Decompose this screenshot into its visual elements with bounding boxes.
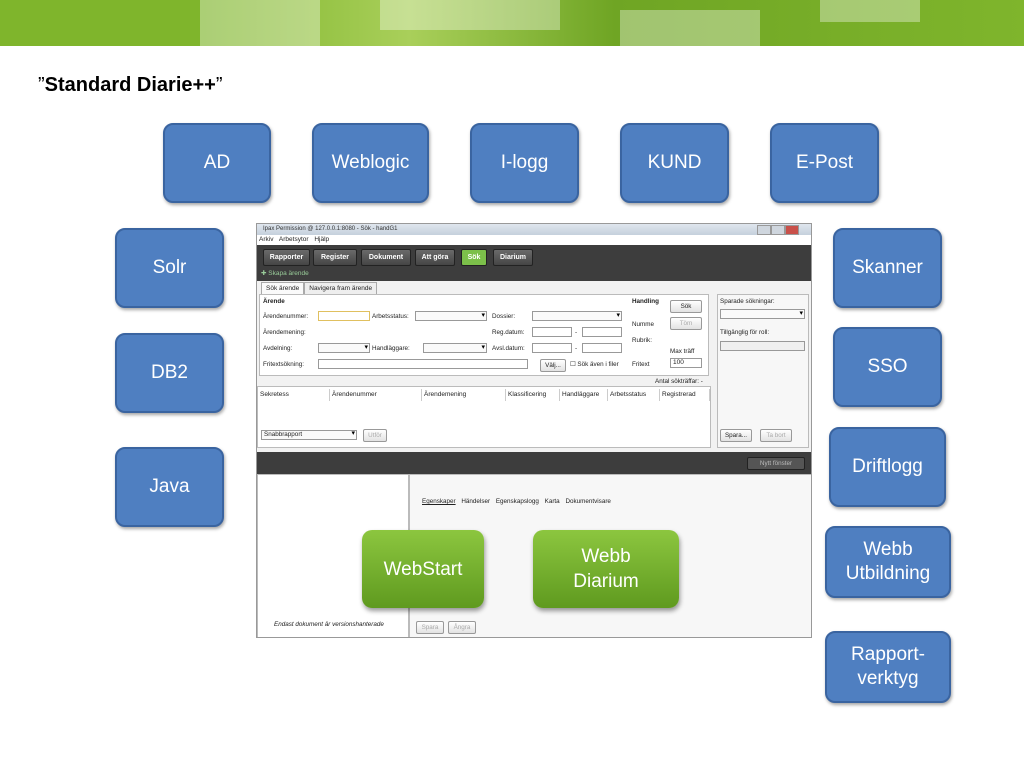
tab-dokumentvisare[interactable]: Dokumentvisare bbox=[565, 498, 611, 505]
select-snabbrapport[interactable]: Snabbrapport bbox=[261, 430, 357, 440]
box-solr: Solr bbox=[115, 228, 224, 308]
select-dossier[interactable] bbox=[532, 311, 622, 321]
menu-hjalp[interactable]: Hjälp bbox=[314, 236, 330, 243]
tab-handelser[interactable]: Händelser bbox=[461, 498, 491, 505]
box-ad: AD bbox=[163, 123, 271, 203]
col-arendemening[interactable]: Ärendemening bbox=[422, 389, 506, 401]
toolbar-dokument[interactable]: Dokument bbox=[361, 249, 411, 266]
box-skanner: Skanner bbox=[833, 228, 942, 308]
window-title: Ipax Permission @ 127.0.0.1:8080 - Sök -… bbox=[263, 226, 398, 232]
label-role-access: Tillgänglig för roll: bbox=[720, 329, 770, 336]
detail-header-bar: Nytt fönster bbox=[257, 452, 811, 474]
footer-note: Endast dokument är versionshanterade bbox=[274, 621, 384, 628]
tab-sok-arende[interactable]: Sök ärende bbox=[261, 282, 305, 294]
label-handling-rubrik: Rubrik: bbox=[632, 337, 652, 344]
input-reg-datum-from[interactable] bbox=[532, 327, 572, 337]
col-arendenummer[interactable]: Ärendenummer bbox=[330, 389, 422, 401]
box-webb-utbildning: Webb Utbildning bbox=[825, 526, 951, 598]
menu-arkiv[interactable]: Arkiv bbox=[259, 236, 274, 243]
saved-searches-panel: Sparade sökningar: Tillgänglig för roll:… bbox=[717, 294, 809, 448]
select-handlaggare[interactable] bbox=[423, 343, 487, 353]
section-title: Ärende bbox=[263, 298, 285, 305]
footer-angra-button[interactable]: Ångra bbox=[448, 621, 476, 634]
label-reg-datum: Reg.datum: bbox=[492, 329, 525, 336]
col-sekretess[interactable]: Sekretess bbox=[258, 389, 330, 401]
utfor-button[interactable]: Utför bbox=[363, 429, 387, 442]
box-kund: KUND bbox=[620, 123, 729, 203]
col-klassificering[interactable]: Klassificering bbox=[506, 389, 560, 401]
select-avdelning[interactable] bbox=[318, 343, 370, 353]
label-avdelning: Avdelning: bbox=[263, 345, 293, 352]
box-driftlogg: Driftlogg bbox=[829, 427, 946, 507]
search-form: Ärende Ärendenummer: Arbetsstatus: Dossi… bbox=[259, 294, 709, 376]
dash-1: - bbox=[575, 329, 578, 336]
input-arendenummer[interactable] bbox=[318, 311, 370, 321]
label-handling-nummer: Numme bbox=[632, 321, 655, 328]
valj-button[interactable]: Välj... bbox=[540, 359, 566, 372]
toolbar-sok[interactable]: Sök bbox=[461, 249, 487, 266]
tab-navigera[interactable]: Navigera fram ärende bbox=[304, 282, 378, 294]
box-java: Java bbox=[115, 447, 224, 527]
box-i-logg: I-logg bbox=[470, 123, 579, 203]
tab-karta[interactable]: Karta bbox=[544, 498, 560, 505]
label-saved-searches: Sparade sökningar: bbox=[720, 298, 775, 305]
menu-arbetsytor[interactable]: Arbetsytor bbox=[278, 236, 309, 243]
header-banner bbox=[0, 0, 1024, 46]
results-table: Sekretess Ärendenummer Ärendemening Klas… bbox=[257, 386, 711, 448]
box-webb-diarium: Webb Diarium bbox=[533, 530, 679, 608]
box-sso: SSO bbox=[833, 327, 942, 407]
input-fritext[interactable] bbox=[318, 359, 528, 369]
label-dossier: Dossier: bbox=[492, 313, 516, 320]
label-arbetsstatus: Arbetsstatus: bbox=[372, 313, 409, 320]
label-arendenummer: Ärendenummer: bbox=[263, 313, 309, 320]
box-webstart: WebStart bbox=[362, 530, 484, 608]
input-role-access[interactable] bbox=[720, 341, 805, 351]
sok-aven-checkbox[interactable]: ☐ Sök även i filer bbox=[570, 361, 619, 368]
maximize-icon[interactable] bbox=[771, 225, 785, 235]
footer-spara-button[interactable]: Spara bbox=[416, 621, 444, 634]
box-rapportverktyg: Rapport- verktyg bbox=[825, 631, 951, 703]
input-max-traff[interactable]: 100 bbox=[670, 358, 702, 368]
tab-egenskapslogg[interactable]: Egenskapslogg bbox=[495, 498, 539, 505]
window-titlebar: Ipax Permission @ 127.0.0.1:8080 - Sök -… bbox=[257, 224, 811, 235]
label-handling-fritext: Fritext bbox=[632, 361, 650, 368]
select-saved-searches[interactable] bbox=[720, 309, 805, 319]
result-count: Antal sökträffar: - bbox=[655, 378, 703, 385]
label-arendemening: Ärendemening: bbox=[263, 329, 306, 336]
nytt-fonster-button[interactable]: Nytt fönster bbox=[747, 457, 805, 470]
toolbar-rapporter[interactable]: Rapporter bbox=[263, 249, 310, 266]
label-max-traff: Max träff bbox=[670, 348, 695, 355]
box-e-post: E-Post bbox=[770, 123, 879, 203]
tab-egenskaper[interactable]: Egenskaper bbox=[422, 498, 456, 505]
input-reg-datum-to[interactable] bbox=[582, 327, 622, 337]
dash-2: - bbox=[575, 345, 578, 352]
col-arbetsstatus[interactable]: Arbetsstatus bbox=[608, 389, 660, 401]
label-avsl-datum: Avsl.datum: bbox=[492, 345, 525, 352]
box-weblogic: Weblogic bbox=[312, 123, 429, 203]
input-avsl-datum-to[interactable] bbox=[582, 343, 622, 353]
minimize-icon[interactable] bbox=[757, 225, 771, 235]
col-registrerad[interactable]: Registrerad bbox=[660, 389, 710, 401]
tom-button[interactable]: Töm bbox=[670, 317, 702, 330]
handling-title: Handling bbox=[632, 298, 659, 305]
sok-button[interactable]: Sök bbox=[670, 300, 702, 313]
menu-bar: Arkiv Arbetsytor Hjälp bbox=[257, 235, 811, 245]
main-toolbar: Rapporter Register Dokument Att göra Sök… bbox=[257, 245, 811, 281]
input-avsl-datum-from[interactable] bbox=[532, 343, 572, 353]
spara-search-button[interactable]: Spara... bbox=[720, 429, 752, 442]
toolbar-diarium[interactable]: Diarium bbox=[493, 249, 533, 266]
detail-tabs: Egenskaper Händelser Egenskapslogg Karta… bbox=[422, 498, 611, 505]
toolbar-att-gora[interactable]: Att göra bbox=[415, 249, 455, 266]
new-case-link[interactable]: ✚ Skapa ärende bbox=[261, 270, 309, 277]
label-handlaggare: Handläggare: bbox=[372, 345, 410, 352]
toolbar-register[interactable]: Register bbox=[313, 249, 357, 266]
slide-title: ”Standard Diarie++” bbox=[38, 74, 223, 96]
label-fritext: Fritextsökning: bbox=[263, 361, 304, 368]
close-icon[interactable] bbox=[785, 225, 799, 235]
col-handlaggare[interactable]: Handläggare bbox=[560, 389, 608, 401]
box-db2: DB2 bbox=[115, 333, 224, 413]
select-arbetsstatus[interactable] bbox=[415, 311, 487, 321]
ta-bort-button[interactable]: Ta bort bbox=[760, 429, 792, 442]
